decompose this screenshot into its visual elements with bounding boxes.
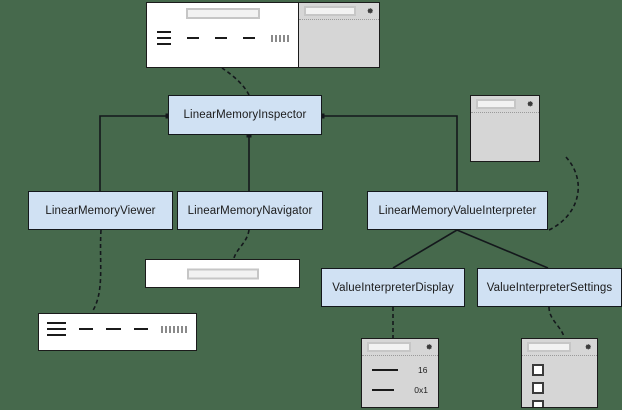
hexdump-address-line bbox=[157, 43, 171, 45]
settings-checkbox[interactable] bbox=[532, 364, 544, 376]
mock-settings-toolbar bbox=[522, 339, 597, 356]
node-label: ValueInterpreterDisplay bbox=[332, 281, 454, 294]
mock-settings-preview bbox=[521, 338, 598, 408]
node-linear-memory-inspector[interactable]: LinearMemoryInspector bbox=[168, 95, 322, 135]
edge-inspector-to-mock bbox=[221, 67, 250, 96]
mock-navigator-preview bbox=[145, 259, 300, 288]
node-label: LinearMemoryValueInterpreter bbox=[378, 204, 537, 217]
mock-navigator-address-input[interactable] bbox=[186, 268, 259, 279]
node-value-interpreter-settings[interactable]: ValueInterpreterSettings bbox=[477, 268, 622, 307]
hexdump-byte-group bbox=[106, 328, 121, 330]
mock-display-toolbar bbox=[362, 339, 438, 356]
mock-inspector-hexdump bbox=[157, 31, 290, 45]
hexdump-row bbox=[47, 322, 189, 336]
mock-display-preview: 16 0x1 bbox=[361, 338, 439, 408]
mock-settings-input[interactable] bbox=[527, 342, 571, 352]
hexdump-byte-group bbox=[133, 328, 149, 330]
settings-checkbox[interactable] bbox=[532, 382, 544, 394]
edge-navigator-to-mock bbox=[233, 229, 250, 259]
mock-interpreter-input[interactable] bbox=[476, 99, 516, 109]
mock-inspector-side-input[interactable] bbox=[304, 6, 356, 16]
value-row-label-mark bbox=[372, 369, 398, 371]
gear-icon[interactable] bbox=[583, 343, 592, 352]
mock-viewer-hexdump bbox=[47, 322, 189, 336]
edge-viewer-to-mock bbox=[91, 229, 102, 313]
gear-icon[interactable] bbox=[424, 343, 433, 352]
node-value-interpreter-display[interactable]: ValueInterpreterDisplay bbox=[321, 268, 465, 307]
mock-inspector-address-input[interactable] bbox=[185, 7, 260, 19]
value-row-label-mark bbox=[372, 389, 395, 391]
mock-viewer-preview bbox=[38, 313, 197, 351]
node-label: LinearMemoryInspector bbox=[183, 109, 307, 121]
node-linear-memory-viewer[interactable]: LinearMemoryViewer bbox=[28, 191, 173, 230]
gear-icon[interactable] bbox=[525, 100, 534, 109]
hexdump-ascii-group bbox=[271, 34, 290, 42]
hexdump-byte-group bbox=[78, 328, 94, 330]
edge-interpreter-settings bbox=[456, 229, 549, 269]
node-linear-memory-navigator[interactable]: LinearMemoryNavigator bbox=[177, 191, 323, 230]
node-label: LinearMemoryNavigator bbox=[187, 204, 313, 217]
hexdump-address-line bbox=[47, 322, 66, 324]
edge-settings-to-mock bbox=[548, 306, 565, 338]
value-row-value: 0x1 bbox=[414, 385, 428, 395]
hexdump-address-line bbox=[47, 328, 66, 330]
mock-display-input[interactable] bbox=[367, 342, 411, 352]
hexdump-byte-group bbox=[243, 37, 256, 39]
node-label: ValueInterpreterSettings bbox=[486, 281, 613, 294]
mock-navigator-input-wrap bbox=[186, 268, 259, 279]
mock-settings-checkbox-list bbox=[522, 356, 597, 407]
edge-inspector-interpreter bbox=[322, 115, 458, 191]
gear-icon[interactable] bbox=[365, 7, 374, 16]
mock-inspector-side-pane bbox=[299, 3, 379, 67]
mock-inspector-toolbar bbox=[147, 3, 298, 23]
edge-interpreter-display bbox=[392, 229, 458, 269]
hexdump-address-line bbox=[47, 334, 66, 336]
edge-interpreter-to-mock-top bbox=[548, 155, 579, 231]
mock-inspector-main-pane bbox=[147, 3, 299, 67]
value-row: 0x1 bbox=[372, 385, 428, 395]
settings-checkbox[interactable] bbox=[532, 400, 544, 407]
hexdump-address-line bbox=[157, 31, 171, 33]
hexdump-address-line bbox=[157, 37, 171, 39]
mock-inspector-preview bbox=[146, 2, 380, 68]
mock-interpreter-preview bbox=[470, 95, 540, 162]
node-linear-memory-value-interpreter[interactable]: LinearMemoryValueInterpreter bbox=[367, 191, 548, 230]
value-row: 16 bbox=[372, 365, 428, 375]
hexdump-address-marks bbox=[47, 322, 66, 336]
node-label: LinearMemoryViewer bbox=[45, 204, 156, 217]
hexdump-address-marks bbox=[157, 31, 171, 45]
value-row-value: 16 bbox=[418, 365, 428, 375]
hexdump-byte-group bbox=[186, 37, 199, 39]
hexdump-row bbox=[157, 31, 290, 45]
mock-display-value-rows: 16 0x1 bbox=[362, 356, 438, 395]
mock-interpreter-toolbar bbox=[471, 96, 539, 113]
hexdump-ascii-group bbox=[161, 325, 189, 333]
edge-inspector-viewer bbox=[99, 115, 168, 191]
hexdump-byte-group bbox=[214, 37, 228, 39]
mock-inspector-side-toolbar bbox=[299, 3, 379, 20]
